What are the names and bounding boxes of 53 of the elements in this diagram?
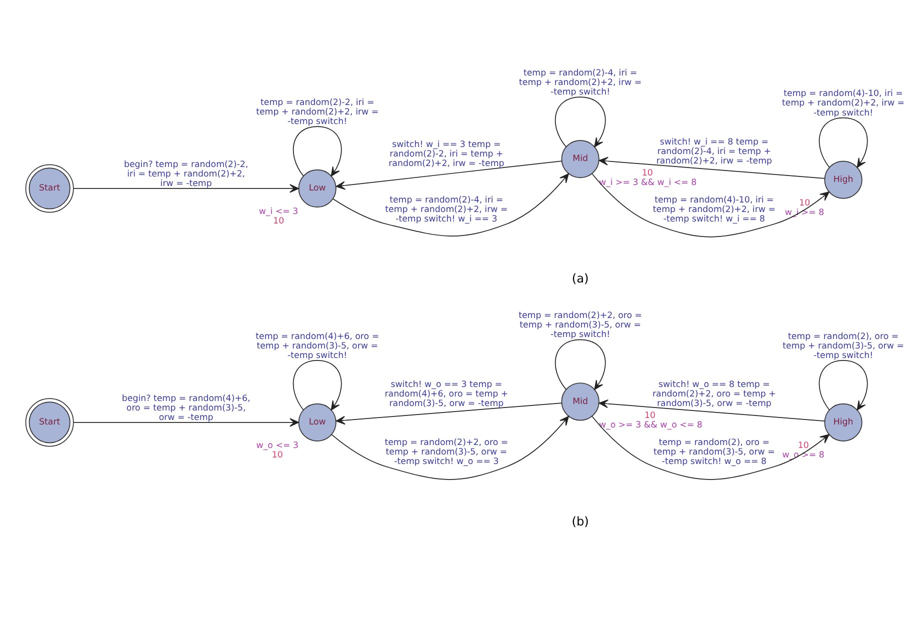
- arrow: [818, 116, 868, 168]
- arrow: [598, 398, 826, 421]
- arrow: [336, 402, 562, 424]
- node-label: 10: [798, 440, 809, 450]
- arrow: [818, 360, 868, 410]
- edge-label: begin? temp = random(2)-2, iri = temp + random(2)+2, irw = -temp: [124, 159, 248, 188]
- arrow: [73, 184, 300, 192]
- arrow: [292, 126, 342, 176]
- node-circle: Mid: [561, 382, 600, 420]
- node-circle: Low: [298, 168, 336, 208]
- arrow: [292, 360, 342, 410]
- arrow: [598, 156, 826, 178]
- node-circle: High: [824, 402, 862, 441]
- node-circle: Low: [298, 402, 336, 441]
- node-label: 10: [644, 410, 656, 420]
- node-label: w_i <= 3: [258, 206, 298, 217]
- arrow: [592, 415, 830, 480]
- node-label: w_i >= 3 && w_i <= 8: [598, 177, 697, 188]
- node-label: w_i >= 8: [784, 207, 824, 218]
- edge-label: temp = random(2), oro = temp + random(3)-5, orw = -temp switch! w_o == 8: [654, 437, 775, 467]
- node-label: 10: [799, 198, 810, 208]
- edge-label: temp = random(2)-4, iri = temp + random(2)+2, irw = -temp switch! w_i == 3: [385, 194, 508, 224]
- edge-label: temp = random(4)+6, oro = temp + random(3)-5, orw = -temp switch!: [256, 331, 380, 360]
- node-label: 10: [642, 168, 653, 178]
- label: (a): [572, 271, 589, 286]
- arrow: [554, 338, 606, 390]
- node-label: w_o >= 3 && w_o <= 8: [598, 420, 702, 430]
- arrow: [331, 415, 569, 480]
- edge-label: switch! w_o == 8 temp = random(2)+2, oro = temp + random(3)-5, orw = -temp: [652, 379, 776, 408]
- edge-label: switch! w_i == 3 temp = random(2)-2, iri = temp + random(2)+2, irw = -temp: [388, 139, 504, 168]
- node-label: 10: [273, 216, 284, 226]
- arrow: [332, 172, 569, 236]
- arrow: [336, 160, 562, 190]
- edge-label: begin? temp = random(4)+6, oro = temp + random(3)-5, orw = -temp: [122, 393, 250, 422]
- label: (b): [572, 514, 589, 528]
- arrow: [592, 172, 830, 237]
- node-label: 10: [272, 450, 283, 460]
- edge-label: temp = random(4)-10, iri = temp + random(2)+2, irw = -temp switch! w_i == 8: [652, 194, 776, 224]
- node-circle: Mid: [561, 139, 600, 178]
- edge-label: switch! w_o == 3 temp = random(4)+6, oro = temp + random(3)-5, orw = -temp: [384, 379, 508, 408]
- edge-label: temp = random(2)-2, iri = temp + random(2)+2, irw = -temp switch!: [256, 97, 379, 126]
- node-label: w_o <= 3: [256, 440, 298, 450]
- node-circle: Start: [25, 164, 74, 212]
- edge-label: temp = random(2)-4, iri = temp + random(2)+2, irw = -temp switch!: [519, 68, 642, 97]
- node-circle: Start: [25, 398, 74, 446]
- edge-label: temp = random(2)+2, oro = temp + random(3)-5, orw = -temp switch!: [518, 310, 642, 340]
- node-circle: High: [824, 160, 862, 198]
- edge-label: switch! w_i == 8 temp = random(2)-4, iri = temp + random(2)+2, irw = -temp: [656, 136, 772, 166]
- arrow: [73, 418, 300, 426]
- edge-label: temp = random(2)+2, oro = temp + random(3)-5, orw = -temp switch! w_o == 3: [384, 437, 508, 467]
- edge-label: temp = random(4)-10, iri = temp + random(2)+2, irw = -temp switch!: [782, 88, 905, 118]
- edge-label: temp = random(2), oro = temp + random(3)-5, orw = -temp switch!: [782, 331, 904, 360]
- arrow: [554, 96, 606, 147]
